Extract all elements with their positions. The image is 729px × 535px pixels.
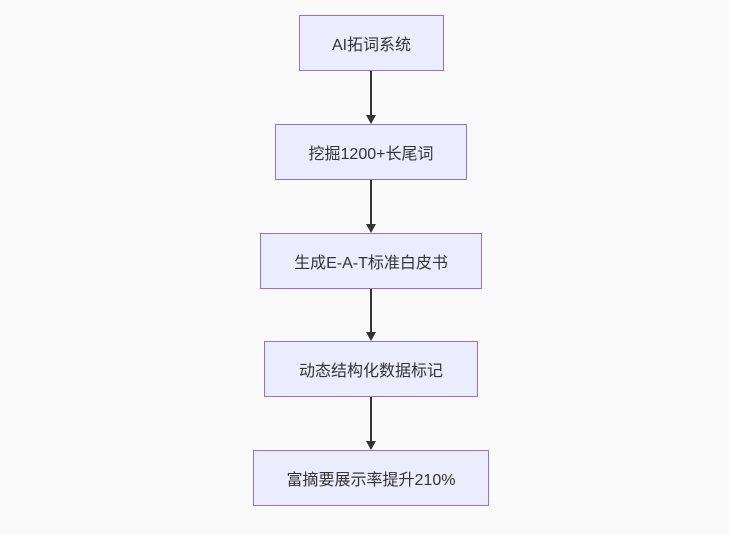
edge-arrow-4	[366, 397, 376, 450]
flow-node-eat-whitepaper: 生成E-A-T标准白皮书	[260, 233, 482, 289]
flow-node-label: 生成E-A-T标准白皮书	[294, 255, 448, 272]
flow-node-label: 动态结构化数据标记	[298, 363, 443, 380]
arrowhead-icon	[366, 332, 376, 341]
flow-node-ai-keyword-system: AI拓词系统	[299, 15, 444, 71]
edge-line	[370, 71, 372, 115]
arrowhead-icon	[366, 224, 376, 233]
flow-node-rich-snippet-result: 富摘要展示率提升210%	[253, 450, 489, 506]
arrowhead-icon	[366, 115, 376, 124]
flow-node-longtail-mining: 挖掘1200+长尾词	[275, 124, 467, 180]
edge-line	[370, 180, 372, 224]
flow-node-structured-data-markup: 动态结构化数据标记	[264, 341, 478, 397]
arrowhead-icon	[366, 441, 376, 450]
edge-line	[370, 289, 372, 332]
flow-node-label: 挖掘1200+长尾词	[308, 146, 434, 163]
flow-node-label: AI拓词系统	[331, 37, 412, 54]
edge-arrow-3	[366, 289, 376, 341]
edge-arrow-2	[366, 180, 376, 233]
flow-node-label: 富摘要展示率提升210%	[286, 472, 456, 489]
edge-arrow-1	[366, 71, 376, 124]
edge-line	[370, 397, 372, 441]
